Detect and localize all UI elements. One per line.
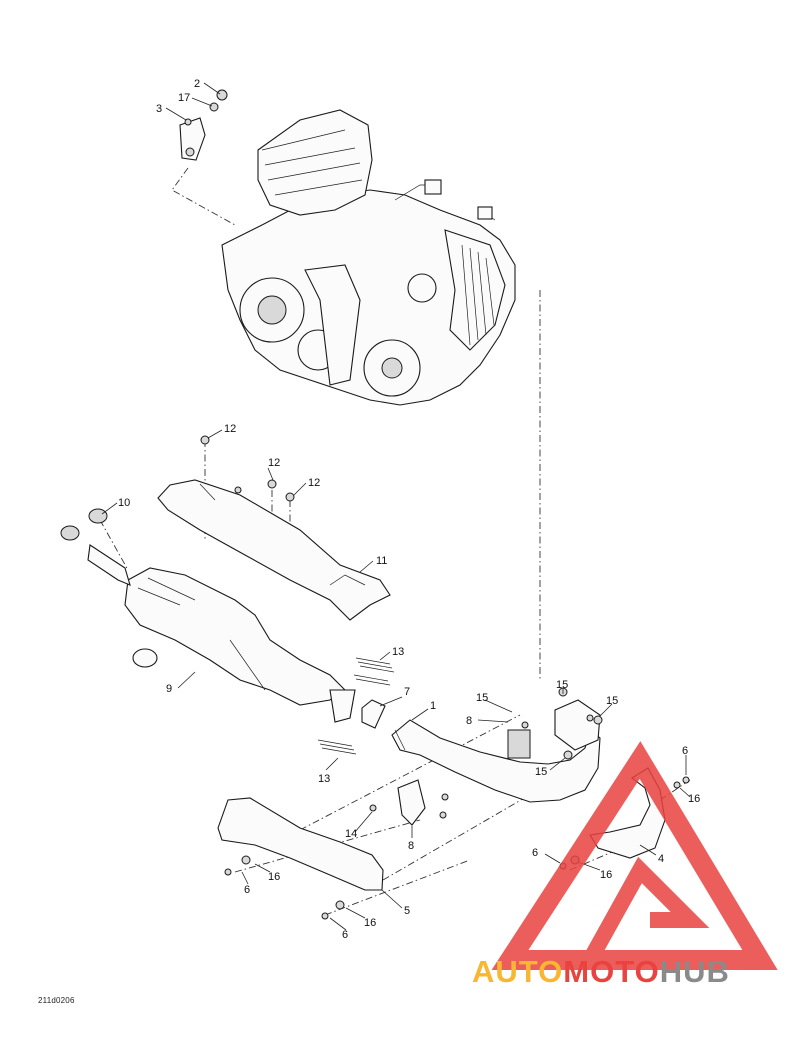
callout-15-lower: 15 — [535, 766, 547, 778]
engine-assembly — [221, 109, 516, 406]
callout-12-top: 12 — [224, 423, 236, 435]
callout-6-left: 6 — [244, 884, 250, 896]
brand-part-auto: AUTO — [472, 954, 564, 989]
callout-8-lower: 8 — [408, 840, 414, 852]
callout-14: 14 — [345, 828, 357, 840]
automotohub-logo-mark — [491, 741, 778, 970]
lower-heat-shield — [217, 797, 384, 891]
callout-6-right: 6 — [682, 745, 688, 757]
callout-7: 7 — [404, 686, 410, 698]
callout-3: 3 — [156, 103, 162, 115]
callout-12-middle: 12 — [268, 457, 280, 469]
callout-12-right: 12 — [308, 477, 320, 489]
callout-6-middle: 6 — [532, 847, 538, 859]
brand-part-moto: MOTO — [563, 954, 660, 989]
callout-15-top: 15 — [556, 679, 568, 691]
exhaust-pipe — [391, 719, 601, 803]
callout-11: 11 — [376, 555, 387, 567]
rubber-grommets — [60, 508, 108, 541]
callout-16-bottom: 16 — [364, 917, 376, 929]
callout-6-bottom: 6 — [342, 929, 348, 941]
pipe-bracket — [369, 721, 529, 826]
callout-16-middle: 16 — [600, 869, 612, 881]
leader-lines — [101, 82, 691, 931]
callout-8-upper: 8 — [466, 715, 472, 727]
callout-5: 5 — [404, 905, 410, 917]
document-code: 211d0206 — [38, 996, 75, 1005]
callout-13-upper: 13 — [392, 646, 404, 658]
callout-1: 1 — [430, 700, 436, 712]
gasket — [361, 699, 386, 729]
callout-17: 17 — [178, 92, 190, 104]
exhaust-springs — [317, 657, 395, 755]
callout-2: 2 — [194, 78, 200, 90]
brand-part-hub: HUB — [659, 954, 730, 989]
callout-16-left: 16 — [268, 871, 280, 883]
callout-4: 4 — [658, 853, 664, 865]
engine-bracket — [179, 89, 228, 161]
upper-heat-shield — [157, 479, 391, 621]
callout-10: 10 — [118, 497, 130, 509]
watermark-brand: AUTOMOTOHUB — [472, 954, 730, 990]
callout-9: 9 — [166, 683, 172, 695]
muffler — [87, 544, 356, 723]
callout-13-lower: 13 — [318, 773, 330, 785]
callout-15-left: 15 — [476, 692, 488, 704]
callout-16-right: 16 — [688, 793, 700, 805]
callout-15-right: 15 — [606, 695, 618, 707]
